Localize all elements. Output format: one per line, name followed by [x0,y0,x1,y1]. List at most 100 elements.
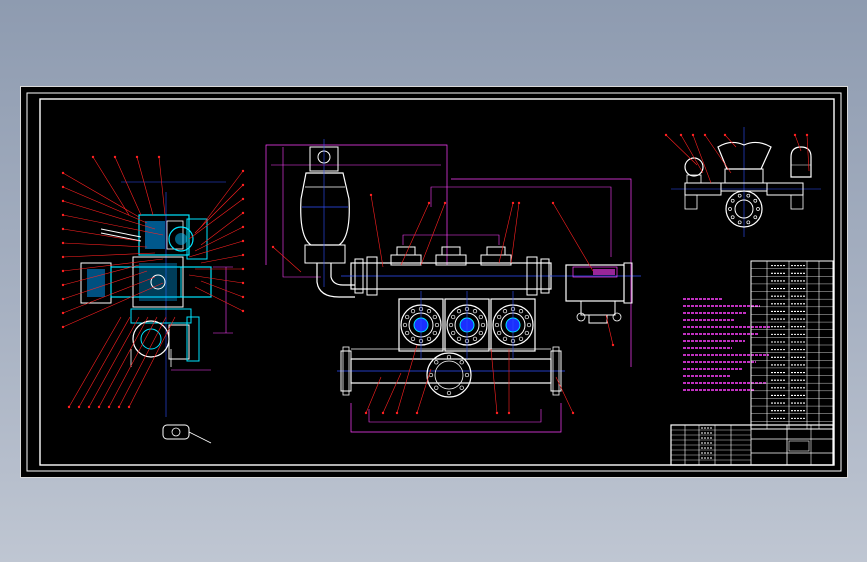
flange-bolt [456,336,462,342]
flange-bolt [402,322,408,328]
leader-dot [61,241,65,245]
leader-dot [369,193,373,197]
leader-line [704,134,732,174]
leader-dot [241,225,245,229]
leader-line [62,282,164,328]
leader-line [62,186,148,224]
leader-dot [511,201,515,205]
leader-line [62,172,140,218]
flange-bolt [730,198,735,203]
leader-line [118,316,167,408]
flange-bolt [746,193,751,198]
leader-line [200,280,244,298]
flange-bolt [426,336,432,342]
leader-dot [271,245,275,249]
leader-line [272,246,302,273]
leader-dot [723,133,727,137]
leader-dot [61,325,65,329]
flange-bolt [737,220,742,225]
leader-dot [241,309,245,313]
left-section-view [80,181,233,444]
leader-dot [241,253,245,257]
leader-line [188,240,244,258]
leader-line [552,202,594,272]
leader-line [128,316,176,408]
leader-line [114,156,142,216]
leader-dot [91,155,95,159]
leader-dot [97,405,101,409]
leader-dot [241,197,245,201]
flange-bolt [426,308,432,314]
flange-bolt [753,215,758,220]
sheet-inner-border [39,98,835,466]
leader-dot [61,269,65,273]
flange-bolt [494,322,500,328]
flange-bolt [434,360,439,365]
leader-dot [135,155,139,159]
leader-line [806,134,810,172]
leader-line [194,286,244,312]
flange-bolt [432,330,438,336]
leader-dot [107,405,111,409]
leader-line [724,134,737,148]
leader-dot [495,411,499,415]
leader-line [200,254,244,264]
leader-dot [61,171,65,175]
flange-bolt [448,322,454,328]
flange-bolt [464,372,470,378]
leader-dot [241,267,245,271]
flange-bolt [524,314,530,320]
leader-line [200,212,244,246]
flange-bolt [502,308,508,314]
flange-bolt [756,207,760,211]
leader-line [396,344,418,414]
leader-dot [241,281,245,285]
flange-bolt [434,322,440,328]
leader-line [194,226,244,252]
leader-dot [113,155,117,159]
leader-line [498,202,514,264]
cad-viewport[interactable] [20,86,848,478]
parts-list-rows [751,265,833,422]
leader-line [510,202,520,264]
flange-bolt [524,330,530,336]
flange-bolt [404,330,410,336]
leader-line [92,156,130,216]
leader-line [370,194,384,268]
engineering-drawing [26,92,842,472]
flange-bolt [410,308,416,314]
flange-bolt [496,330,502,336]
leader-line [62,258,164,272]
flange-bolt [472,336,478,342]
right-leader-lines [664,133,810,184]
leader-line [62,264,140,286]
flange-bolt [728,207,732,211]
leader-line [416,368,432,414]
bottom-flange-inner [434,360,464,390]
flange-bolt [518,336,524,342]
leader-dot [703,133,707,137]
leader-line [158,156,166,216]
leader-line [62,200,156,230]
leader-line [365,376,382,414]
flange-bolt [446,390,452,396]
leader-line [692,134,712,184]
leader-dot [571,411,575,415]
leader-line [88,316,140,408]
leader-dot [241,211,245,215]
leader-dot [87,405,91,409]
leader-line [188,198,244,240]
leader-dot [241,169,245,173]
left-leader-lines [61,155,245,409]
flange-bolt [480,322,486,328]
leader-dot [805,133,809,137]
leader-dot [77,405,81,409]
leader-line [62,242,148,248]
leader-dot [241,295,245,299]
leader-dot [415,411,419,415]
leader-dot [443,201,447,205]
flange-bolt [502,336,508,342]
flange-bolt [496,314,502,320]
sheet-outer-border [26,92,842,472]
leader-dot [61,213,65,217]
